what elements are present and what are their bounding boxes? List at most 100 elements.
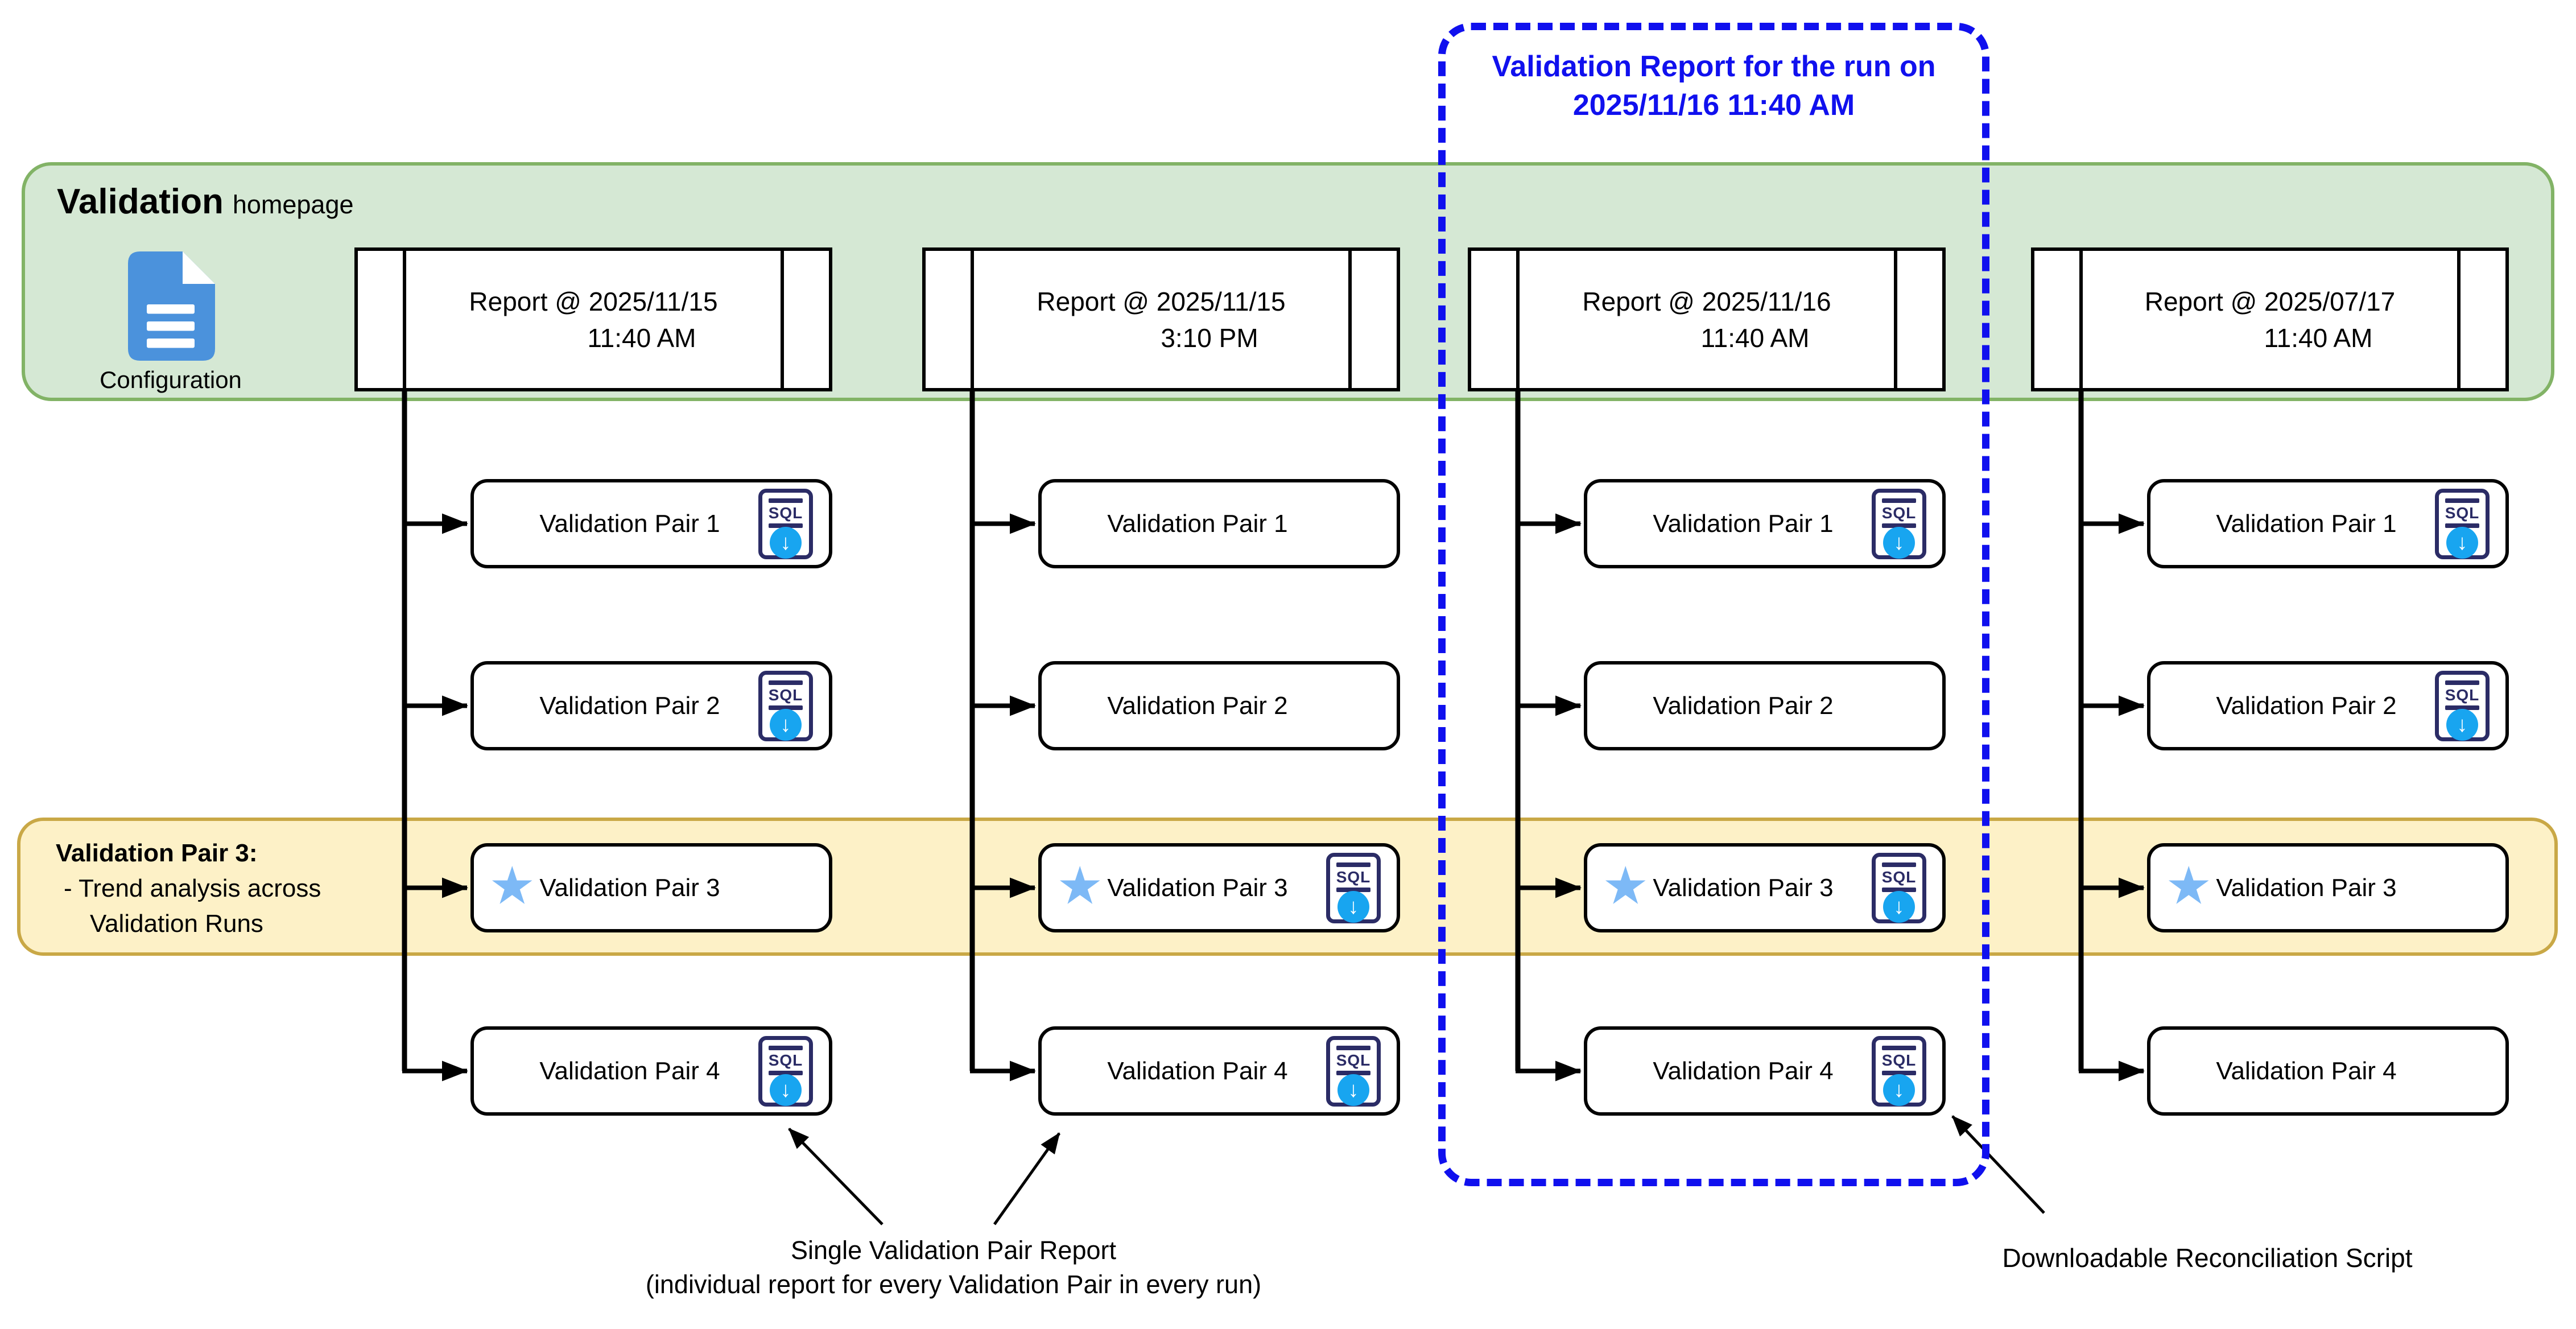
- sql-icon-rule: [1336, 1045, 1370, 1050]
- validation-pair-box[interactable]: Validation Pair 2 SQL ↓: [2147, 661, 2509, 750]
- report-box[interactable]: Report @ 2025/07/17 11:40 AM: [2031, 247, 2509, 391]
- download-arrow-icon: ↓: [1893, 1078, 1905, 1102]
- process-bar: [403, 251, 406, 388]
- sql-icon-label: SQL: [1336, 868, 1371, 886]
- sql-icon-rule: [769, 680, 803, 685]
- process-bar: [781, 251, 784, 388]
- report-box[interactable]: Report @ 2025/11/15 3:10 PM: [922, 247, 1400, 391]
- star-icon: ★: [489, 856, 536, 915]
- sql-icon-rule: [769, 498, 803, 503]
- process-bar: [971, 251, 974, 388]
- report-title-line1: Report @ 2025/11/15: [469, 286, 718, 316]
- sql-icon-rule: [769, 1070, 803, 1075]
- note-line1: Validation Pair 3:: [56, 839, 258, 867]
- download-circle-icon: ↓: [770, 708, 802, 741]
- validation-pair-label: Validation Pair 2: [2216, 691, 2397, 720]
- download-arrow-icon: ↓: [780, 712, 791, 737]
- report-title-line1: Report @ 2025/11/16: [1582, 286, 1831, 316]
- report-title-line2: 11:40 AM: [1700, 323, 1810, 353]
- validation-pair-box[interactable]: Validation Pair 2: [1038, 661, 1400, 750]
- star-icon: ★: [2165, 856, 2212, 915]
- download-arrow-icon: ↓: [2457, 712, 2468, 737]
- sql-download-icon[interactable]: SQL ↓: [1872, 1035, 1926, 1107]
- report-title: Report @ 2025/11/16 11:40 AM: [1525, 283, 1888, 356]
- validation-pair-label: Validation Pair 3: [1107, 873, 1288, 902]
- report-box[interactable]: Report @ 2025/11/16 11:40 AM: [1468, 247, 1946, 391]
- validation-pair-box[interactable]: Validation Pair 2: [1584, 661, 1946, 750]
- validation-pair-box[interactable]: ★Validation Pair 3: [470, 843, 832, 932]
- sql-download-icon[interactable]: SQL ↓: [2435, 670, 2490, 741]
- single-pair-report-line2: (individual report for every Validation …: [645, 1270, 1262, 1299]
- download-arrow-icon: ↓: [1893, 894, 1905, 919]
- process-bar: [1894, 251, 1897, 388]
- validation-pair-label: Validation Pair 1: [1107, 509, 1288, 538]
- sql-download-icon[interactable]: SQL↓: [1872, 852, 1926, 923]
- validation-pair-box[interactable]: ★Validation Pair 3: [2147, 843, 2509, 932]
- configuration-document-icon: [128, 251, 215, 361]
- sql-icon-rule: [1336, 887, 1370, 892]
- validation-pair-box[interactable]: Validation Pair 1: [1038, 479, 1400, 568]
- report-title: Report @ 2025/07/17 11:40 AM: [2088, 283, 2451, 356]
- download-circle-icon: ↓: [1883, 1074, 1915, 1106]
- validation-pair-box[interactable]: Validation Pair 4 SQL↓: [1038, 1026, 1400, 1116]
- sql-download-icon[interactable]: SQL↓: [758, 670, 813, 741]
- process-bar: [1516, 251, 1520, 388]
- sql-download-icon[interactable]: SQL↓: [758, 488, 813, 559]
- sql-icon-rule: [1882, 862, 1916, 867]
- report-title: Report @ 2025/11/15 11:40 AM: [412, 283, 775, 356]
- sql-icon-label: SQL: [2445, 503, 2480, 522]
- banner-title: Validation: [57, 182, 224, 221]
- validation-pair-box[interactable]: ★Validation Pair 3 SQL↓: [1038, 843, 1400, 932]
- sql-icon-rule: [2445, 498, 2479, 503]
- sql-icon-label: SQL: [1881, 1051, 1917, 1069]
- sql-icon-rule: [769, 523, 803, 528]
- process-bar: [2457, 251, 2461, 388]
- validation-pair-box[interactable]: Validation Pair 1 SQL↓: [1584, 479, 1946, 568]
- star-icon: ★: [1602, 856, 1649, 915]
- validation-pair-label: Validation Pair 3: [539, 873, 720, 902]
- sql-icon-rule: [1882, 887, 1916, 892]
- sql-icon-label: SQL: [1881, 503, 1917, 522]
- single-pair-report-annotation: Single Validation Pair Report (individua…: [512, 1233, 1395, 1302]
- configuration-item[interactable]: Configuration: [85, 251, 256, 394]
- report-title: Report @ 2025/11/15 3:10 PM: [980, 283, 1343, 356]
- download-circle-icon: ↓: [2446, 708, 2478, 741]
- validation-pair-label: Validation Pair 2: [1653, 691, 1834, 720]
- sql-icon-rule: [2445, 523, 2479, 528]
- report-title-line2: 11:40 AM: [587, 323, 696, 353]
- report-title-line1: Report @ 2025/11/15: [1037, 286, 1286, 316]
- sql-download-icon[interactable]: SQL↓: [1872, 488, 1926, 559]
- validation-pair-label: Validation Pair 4: [1107, 1056, 1288, 1085]
- configuration-label: Configuration: [100, 366, 242, 393]
- report-title-line2: 3:10 PM: [1161, 323, 1258, 353]
- single-pair-report-line1: Single Validation Pair Report: [791, 1236, 1116, 1265]
- process-bar: [1348, 251, 1352, 388]
- sql-download-icon[interactable]: SQL ↓: [2435, 488, 2490, 559]
- highlighted-run-outline: Validation Report for the run on 2025/11…: [1438, 23, 1989, 1186]
- validation-pair-label: Validation Pair 1: [1653, 509, 1834, 538]
- report-title-line2: 11:40 AM: [2264, 323, 2373, 353]
- sql-download-icon[interactable]: SQL↓: [1326, 852, 1381, 923]
- process-bar: [2079, 251, 2083, 388]
- report-title-line1: Report @ 2025/07/17: [2144, 286, 2396, 316]
- download-arrow-icon: ↓: [2457, 530, 2468, 555]
- sql-icon-label: SQL: [2445, 686, 2480, 704]
- sql-icon-rule: [769, 1045, 803, 1050]
- validation-pair-box[interactable]: Validation Pair 4: [2147, 1026, 2509, 1116]
- sql-icon-rule: [769, 705, 803, 710]
- sql-icon-rule: [1882, 1045, 1916, 1050]
- download-arrow-icon: ↓: [780, 1078, 791, 1102]
- sql-download-icon[interactable]: SQL↓: [1326, 1035, 1381, 1107]
- star-icon: ★: [1056, 856, 1104, 915]
- sql-download-icon[interactable]: SQL↓: [758, 1035, 813, 1107]
- report-box[interactable]: Report @ 2025/11/15 11:40 AM: [354, 247, 832, 391]
- validation-pair3-note: Validation Pair 3: - Trend analysis acro…: [56, 836, 321, 942]
